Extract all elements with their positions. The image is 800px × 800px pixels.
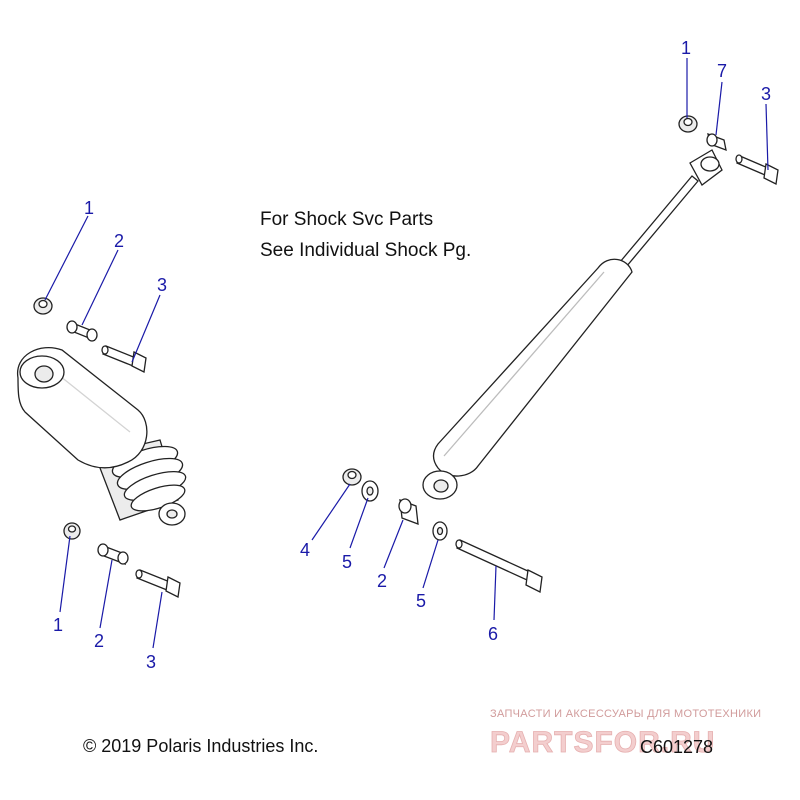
watermark: ЗАПЧАСТИ И АКСЕССУАРЫ ДЛЯ МОТОТЕХНИКИ PA… [490, 708, 761, 759]
right-top-bushing [706, 132, 727, 152]
left-bottom-bolt [135, 569, 181, 598]
callout-left-bottom-1: 1 [53, 615, 63, 635]
left-top-bushing [66, 320, 98, 342]
right-bottom-bolt [455, 539, 543, 593]
copyright: © 2019 Polaris Industries Inc. [83, 736, 318, 756]
right-shock-lower-eye [422, 470, 458, 500]
right-shock-assembly [422, 149, 723, 500]
callout-right-top-7: 7 [717, 61, 727, 81]
service-note-line-2: See Individual Shock Pg. [260, 240, 471, 261]
callout-right-bottom-5a: 5 [342, 552, 352, 572]
callout-right-bottom-4: 4 [300, 540, 310, 560]
callout-left-bottom-2: 2 [94, 631, 104, 651]
left-bottom-bushing [97, 543, 129, 566]
right-top-bolt [735, 154, 779, 185]
callout-left-top-2: 2 [114, 231, 124, 251]
callout-right-bottom-2: 2 [377, 571, 387, 591]
right-bottom-bushing [398, 498, 419, 525]
callout-left-top-3: 3 [157, 275, 167, 295]
watermark-tagline: ЗАПЧАСТИ И АКСЕССУАРЫ ДЛЯ МОТОТЕХНИКИ [490, 708, 761, 720]
callout-left-top-1: 1 [84, 198, 94, 218]
callout-right-top-1: 1 [681, 38, 691, 58]
left-top-bolt [101, 345, 147, 373]
left-shock-assembly [17, 347, 187, 526]
right-bottom-washer-a [361, 480, 379, 502]
callout-numbers: 1 2 3 1 2 3 1 7 3 4 5 2 5 6 [53, 38, 771, 672]
right-top-nut [678, 115, 698, 133]
left-shock-body [17, 347, 148, 469]
left-shock-lower-eye [158, 502, 186, 526]
service-note-line-1: For Shock Svc Parts [260, 209, 433, 230]
left-top-nut [33, 297, 53, 315]
callout-left-bottom-3: 3 [146, 652, 156, 672]
right-shock-upper-eye [689, 149, 723, 186]
drawing-number: C601278 [640, 737, 713, 757]
callout-right-bottom-5b: 5 [416, 591, 426, 611]
right-shock-rod [619, 175, 699, 268]
watermark-logo: PARTSFOR.RU [490, 726, 715, 759]
right-bottom-nut [342, 468, 362, 486]
callout-right-bottom-6: 6 [488, 624, 498, 644]
right-shock-body [432, 258, 633, 477]
callout-right-top-3: 3 [761, 84, 771, 104]
left-bottom-nut [63, 522, 81, 540]
leader-lines [44, 58, 769, 649]
right-bottom-washer-b [432, 521, 448, 541]
